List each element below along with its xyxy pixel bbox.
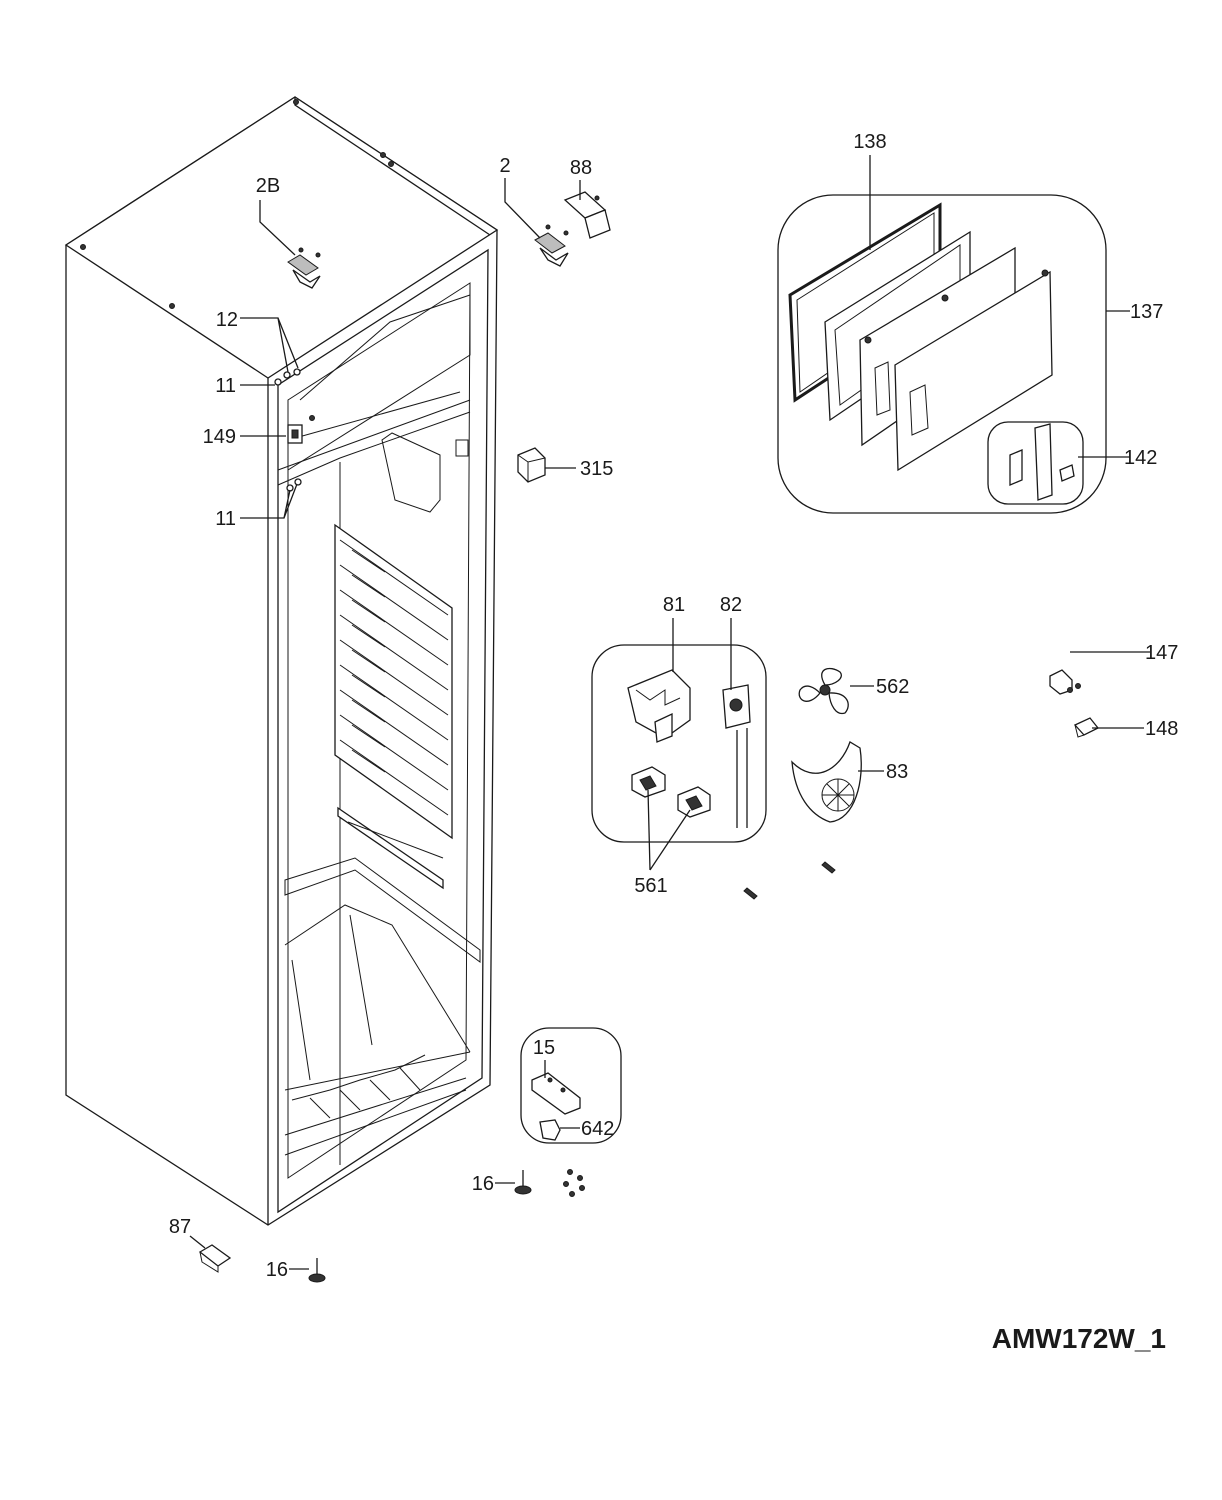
callout-12: 12 — [216, 309, 238, 331]
leader-lines — [189, 155, 1150, 1270]
fan-screws — [743, 861, 836, 900]
fan-assembly-group — [591, 644, 767, 843]
bracket-87 — [198, 1244, 232, 1273]
callout-11-lower: 11 — [215, 508, 236, 530]
callout-11-upper: 11 — [215, 375, 236, 397]
callout-562: 562 — [876, 676, 909, 698]
callout-88: 88 — [570, 157, 592, 179]
light-switch-149 — [287, 415, 315, 444]
model-code: AMW172W_1 — [992, 1323, 1166, 1354]
callout-82: 82 — [720, 594, 742, 616]
hinge-2 — [534, 224, 569, 267]
screws-12-11 — [274, 368, 302, 492]
hinge-2b — [287, 247, 321, 289]
callout-81: 81 — [663, 594, 685, 616]
callout-labels: 2B 2 88 12 11 149 11 315 138 137 142 81 … — [169, 131, 1179, 1281]
callout-15: 15 — [533, 1037, 555, 1059]
leveling-foot-16b — [308, 1258, 326, 1283]
callout-87: 87 — [169, 1216, 191, 1238]
callout-561: 561 — [634, 875, 667, 897]
callout-83: 83 — [886, 761, 908, 783]
callout-148: 148 — [1145, 718, 1178, 740]
evaporator-rack — [334, 523, 453, 890]
callout-138: 138 — [853, 131, 886, 153]
hinge-cover-88 — [563, 191, 611, 239]
callout-2b: 2B — [256, 175, 280, 197]
callout-142: 142 — [1124, 447, 1157, 469]
callout-315: 315 — [580, 458, 613, 480]
callout-16-upper: 16 — [472, 1173, 494, 1195]
fan-cover-83 — [791, 741, 862, 823]
leveling-foot-16a — [514, 1170, 532, 1195]
callout-149: 149 — [203, 426, 236, 448]
callout-2: 2 — [499, 155, 510, 177]
lower-hinge-group — [520, 1027, 622, 1144]
callout-147: 147 — [1145, 642, 1178, 664]
callout-642: 642 — [581, 1118, 614, 1140]
thermostat-315 — [517, 447, 546, 483]
door-assembly-group — [777, 194, 1107, 514]
callout-137: 137 — [1130, 301, 1163, 323]
callout-16-lower: 16 — [266, 1259, 288, 1281]
bracket-147 — [1049, 669, 1081, 695]
fan-blade-562 — [798, 667, 849, 715]
crisper-compartment — [284, 857, 481, 1156]
foot-screws — [563, 1169, 585, 1197]
